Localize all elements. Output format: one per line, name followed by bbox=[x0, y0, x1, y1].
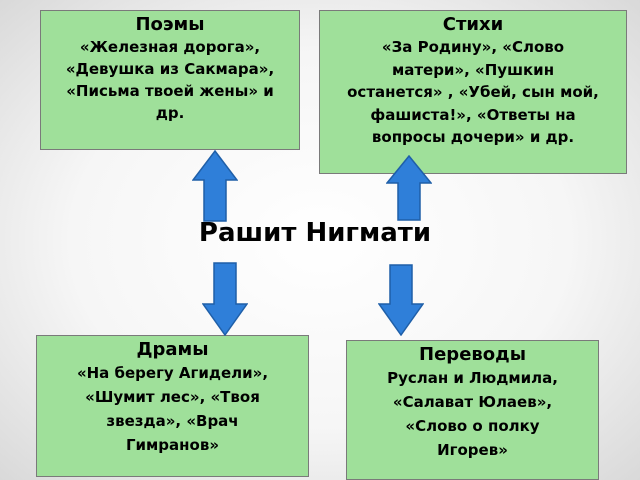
verses-line: вопросы дочери» и др. bbox=[371, 128, 575, 146]
verses-line: фашиста!», «Ответы на bbox=[370, 105, 576, 124]
translations-line: «Салават Юлаев», bbox=[392, 393, 553, 411]
dramas-line: Гимранов» bbox=[125, 436, 220, 454]
translations-line: «Слово о полку bbox=[405, 417, 540, 435]
verses-line: матери», «Пушкин bbox=[391, 60, 555, 79]
arrow-down-right-icon bbox=[378, 264, 424, 336]
verses-box: Стихи «За Родину», «Слово матери», «Пушк… bbox=[319, 10, 627, 174]
dramas-title: Драмы bbox=[136, 339, 209, 360]
poems-title: Поэмы bbox=[135, 14, 205, 35]
center-title: Рашит Нигмати bbox=[198, 218, 432, 248]
translations-line: Игорев» bbox=[437, 441, 508, 459]
verses-line: останется» , «Убей, сын мой, bbox=[347, 83, 599, 101]
translations-box: Переводы Руслан и Людмила, «Салават Юлае… bbox=[346, 340, 599, 480]
verses-line: «За Родину», «Слово bbox=[381, 38, 565, 56]
poems-box: Поэмы «Железная дорога», «Девушка из Сак… bbox=[40, 10, 300, 150]
translations-line: Руслан и Людмила, bbox=[387, 369, 558, 387]
poems-line: «Девушка из Сакмара», bbox=[65, 60, 275, 78]
dramas-line: «Шумит лес», «Твоя bbox=[85, 388, 260, 406]
dramas-line: звезда», «Врач bbox=[106, 412, 239, 430]
arrow-down-left-icon bbox=[202, 262, 248, 336]
dramas-box: Драмы «На берегу Агидели», «Шумит лес», … bbox=[36, 335, 309, 477]
dramas-line: «На берегу Агидели», bbox=[76, 364, 269, 382]
poems-line: «Железная дорога», bbox=[79, 38, 261, 56]
arrow-up-left-icon bbox=[192, 150, 238, 222]
poems-line: «Письма твоей жены» и bbox=[66, 82, 274, 100]
verses-title: Стихи bbox=[442, 14, 504, 35]
arrow-up-right-icon bbox=[386, 155, 432, 221]
translations-title: Переводы bbox=[419, 344, 526, 365]
poems-line: др. bbox=[155, 104, 185, 122]
